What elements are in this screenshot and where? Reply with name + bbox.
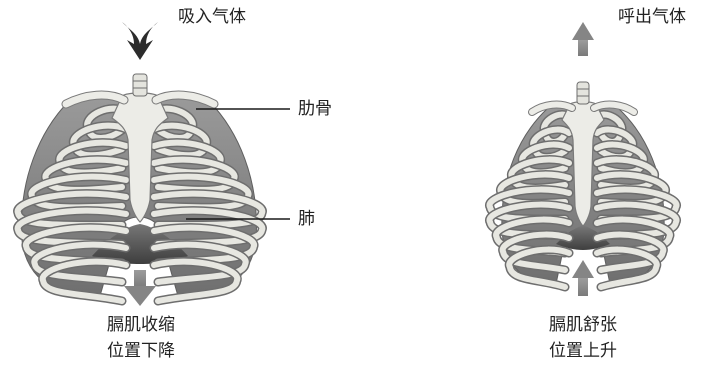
rib-label: 肋骨 bbox=[298, 98, 332, 120]
lung-label: 肺 bbox=[298, 208, 315, 230]
arrow-up-icon bbox=[572, 22, 594, 56]
arrow-down-icon bbox=[124, 270, 156, 306]
exhale-label: 呼出气体 bbox=[618, 6, 686, 28]
exhale-ribcage bbox=[489, 82, 676, 287]
curved-down-arrow-icon bbox=[122, 22, 158, 60]
inhale-label: 吸入气体 bbox=[178, 6, 246, 28]
left-vertebra bbox=[133, 74, 147, 96]
left-caption-line2: 位置下降 bbox=[86, 340, 196, 362]
diaphragm-up-arrow-icon bbox=[572, 260, 594, 296]
right-caption-line1: 膈肌舒张 bbox=[528, 314, 638, 336]
right-vertebra bbox=[577, 82, 589, 104]
inhale-ribcage bbox=[18, 74, 263, 301]
left-caption-line1: 膈肌收缩 bbox=[86, 314, 196, 336]
right-caption-line2: 位置上升 bbox=[528, 340, 638, 362]
